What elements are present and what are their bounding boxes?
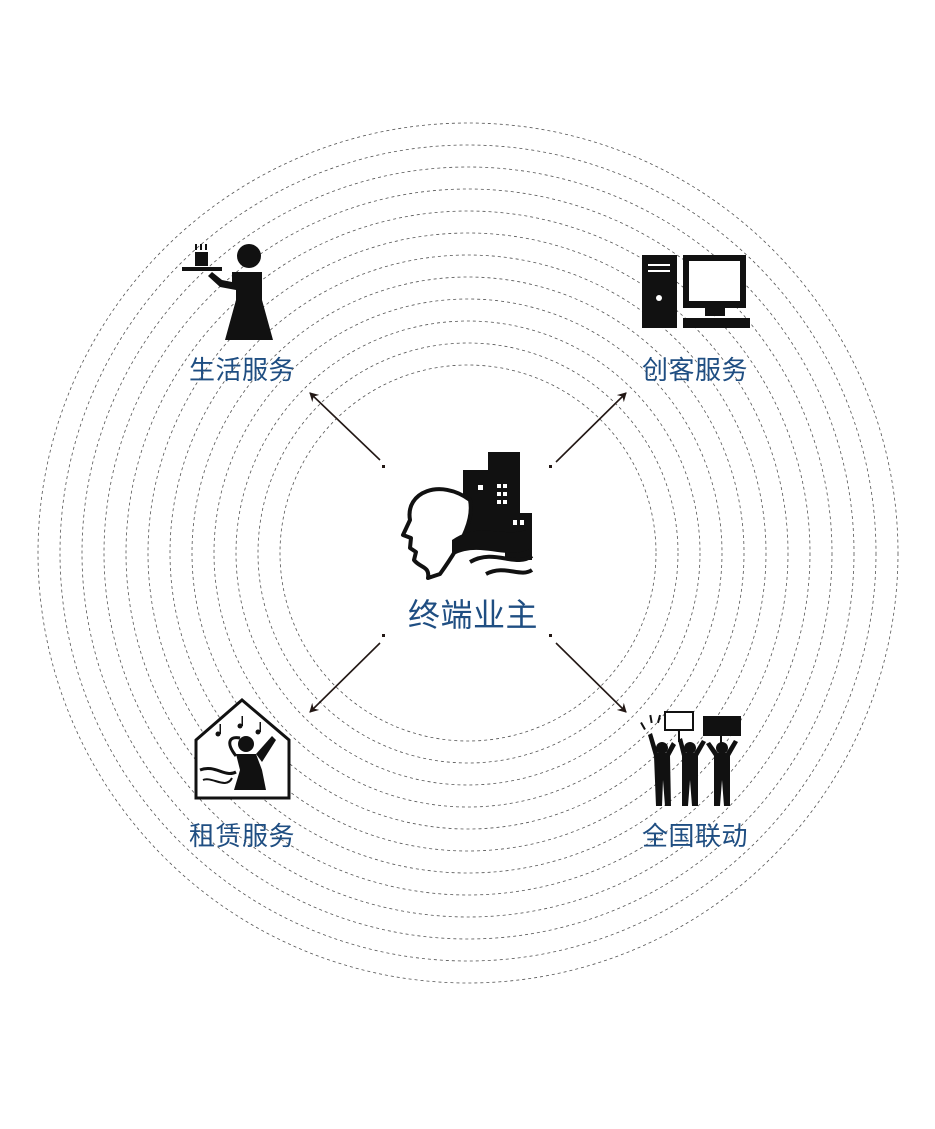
arrow-to-rental xyxy=(309,642,381,713)
ring xyxy=(213,298,723,808)
arrow-to-national xyxy=(555,642,627,713)
arrow-dot xyxy=(549,634,552,637)
arrow-dot xyxy=(382,465,385,468)
ring xyxy=(81,166,855,940)
ring xyxy=(37,122,899,984)
ring xyxy=(257,342,679,764)
ring xyxy=(235,320,701,786)
arrow-dot xyxy=(549,465,552,468)
node-label-national: 全国联动 xyxy=(641,822,749,852)
ring xyxy=(191,276,745,830)
concentric-rings xyxy=(37,122,899,984)
center-label: 终端业主 xyxy=(407,596,539,634)
ring xyxy=(103,188,833,918)
computer-icon xyxy=(642,255,750,328)
ring xyxy=(59,144,877,962)
waiter-icon xyxy=(182,244,273,340)
ring xyxy=(125,210,811,896)
node-label-rental: 租赁服务 xyxy=(188,822,296,852)
woman-city-icon xyxy=(401,452,534,580)
ring xyxy=(279,364,657,742)
ring xyxy=(169,254,767,852)
node-label-maker: 创客服务 xyxy=(641,356,749,386)
house-music-icon xyxy=(194,698,291,800)
node-label-life: 生活服务 xyxy=(188,356,296,386)
arrow-to-life xyxy=(309,392,381,461)
ring xyxy=(147,232,789,874)
arrow-to-maker xyxy=(555,392,627,463)
crowd-protest-icon xyxy=(640,711,741,806)
arrow-dot xyxy=(382,634,385,637)
